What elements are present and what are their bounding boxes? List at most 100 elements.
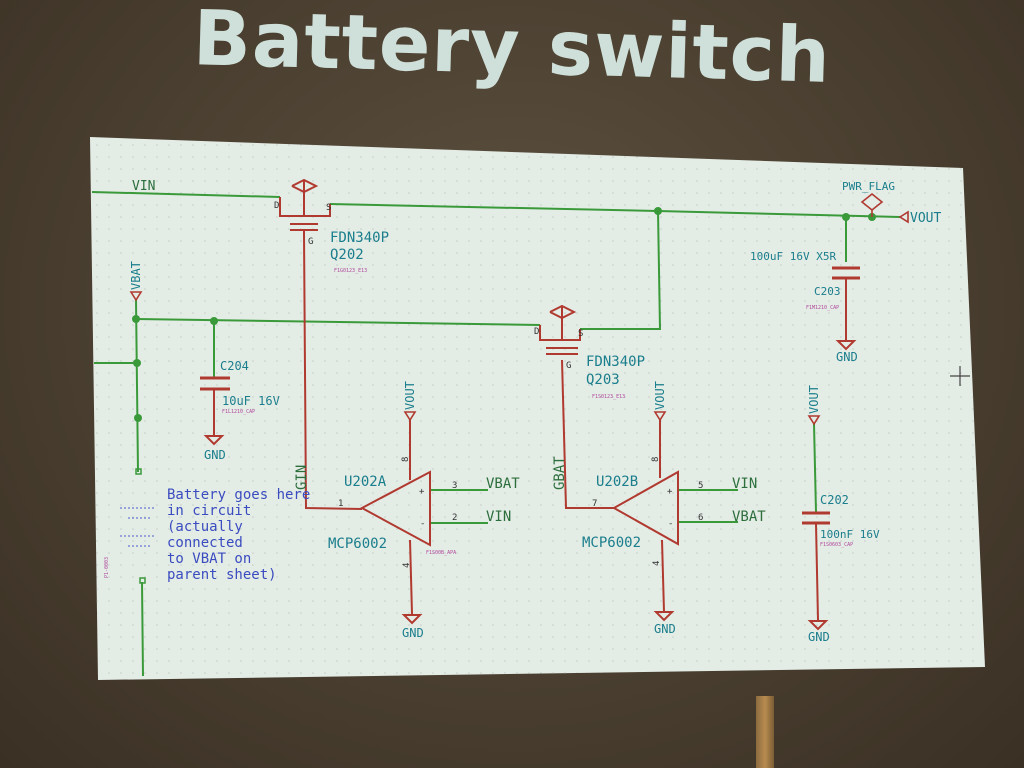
c204-footprint-label: F1L1210_CAP [222,409,255,415]
u202a-opamp [359,470,431,547]
q202-pin-d: D [274,201,279,211]
wire-c202-top [813,423,817,513]
wire-gbat [561,359,614,509]
vout-port-u202b-icon [653,411,667,422]
u202b-pin-6: 6 [698,513,703,523]
note-line-5: to VBAT on [167,551,251,567]
u202a-part-label: MCP6002 [328,536,387,552]
u202a-pin-1: 1 [338,499,343,509]
u202b-pin-7: 7 [592,499,597,509]
net-label-vout-top: VOUT [910,211,941,226]
junction-left-2 [134,414,142,422]
u202a-plus: + [419,487,425,497]
screen-dot-grid [90,137,985,680]
q202-mosfet [279,178,331,236]
u202b-pin-4: 4 [652,561,662,566]
note-line-6: parent sheet) [167,567,277,583]
wire-battery-lower [141,581,144,677]
q203-part-label: FDN340P [586,354,645,370]
u202a-footprint-label: F1S00B_APA [426,550,456,556]
q203-ref-label: Q203 [586,372,620,388]
u202a-pin-2: 2 [452,513,457,523]
gnd-label-c203: GND [836,350,858,364]
junction-vbat [132,315,140,323]
note-line-3: (actually [167,519,243,535]
q203-mosfet [539,304,581,355]
gnd-symbol-c203 [835,340,857,351]
note-line-1: Battery goes here [167,487,310,503]
q202-part-label: FDN340P [330,230,389,246]
net-label-vbat-left: VBAT [129,261,143,290]
gnd-label-c204: GND [204,448,226,462]
gnd-label-u202a: GND [402,626,424,640]
q202-pin-s: S [326,203,331,213]
gnd-symbol-u202b [653,611,675,622]
c204-ref-label: C204 [220,359,249,373]
q203-pin-d: D [534,327,539,337]
net-label-gin: GIN [294,465,310,490]
gnd-label-u202b: GND [654,622,676,636]
gnd-symbol-c204 [203,435,225,446]
net-label-vin: VIN [132,179,155,194]
junction-pwrflag [842,213,850,221]
junction-vout [654,207,662,215]
net-label-gbat: GBAT [552,456,568,490]
u202b-pin-8: 8 [651,457,661,462]
battery-terminal-top [135,468,142,475]
u202b-pin-5: 5 [698,481,703,491]
u202b-part-label: MCP6002 [582,535,641,551]
gnd-symbol-u202a [401,614,423,625]
u202a-pin-8: 8 [401,457,411,462]
junction-left-1 [133,359,141,367]
u202a-pin-3: 3 [452,481,457,491]
wire-vout-to-q203 [580,210,662,330]
q203-footprint-label: F1S0123_E13 [592,394,625,400]
vout-port-arrow-icon [898,210,909,224]
u202a-pin-4: 4 [402,563,412,568]
c202-ref-label: C202 [820,493,849,507]
note-line-2: in circuit [167,503,251,519]
net-label-vbat-u202a: VBAT [486,476,520,492]
u202b-ref-label: U202B [596,474,638,490]
vout-port-c202-icon [807,415,821,426]
c202-value-label: 100nF 16V [820,528,880,541]
projector-stand-post [756,696,774,768]
gnd-label-c202: GND [808,630,830,644]
note-line-4: connected [167,535,243,551]
c204-value-label: 10uF 16V [222,394,280,408]
q203-pin-s: S [578,329,583,339]
net-label-vout-c202: VOUT [807,385,821,414]
c202-footprint-label: F1S0603_CAP [820,542,853,548]
net-label-vout-u202a: VOUT [403,381,417,410]
side-label: P1-0003 [104,557,110,578]
net-label-vin-u202a: VIN [486,509,511,525]
u202b-vss-pin [661,539,665,613]
q202-ref-label: Q202 [330,247,364,263]
net-label-vbat-u202b: VBAT [732,509,766,525]
vbat-port-arrow-icon [129,291,143,302]
battery-terminal-bottom [139,577,146,584]
vout-port-u202a-icon [403,411,417,422]
wire-vbat-to-q203 [135,318,541,326]
u202b-opamp [611,470,679,546]
q203-pin-g: G [566,361,571,371]
c203-footprint-label: F1M1210_CAP [806,305,839,311]
wire-gin [303,233,363,510]
u202b-plus: + [667,487,673,497]
u202b-minus: - [668,519,673,529]
q202-footprint-label: F1G0123_E13 [334,268,367,274]
net-label-vin-u202b: VIN [732,476,757,492]
wire-vin-top [91,191,281,198]
q202-pin-g: G [308,237,313,247]
u202a-minus: - [420,519,425,529]
u202a-vss-pin [409,539,413,615]
net-label-pwr-flag: PWR_FLAG [842,180,895,193]
c203-ref-label: C203 [814,285,841,298]
wire-c202-bottom [815,523,819,621]
junction-c204 [210,317,218,325]
c203-value-label: 100uF 16V X5R [750,250,836,263]
gnd-symbol-c202 [807,620,829,631]
wire-vbat-rail [135,299,139,473]
u202a-ref-label: U202A [344,474,387,490]
